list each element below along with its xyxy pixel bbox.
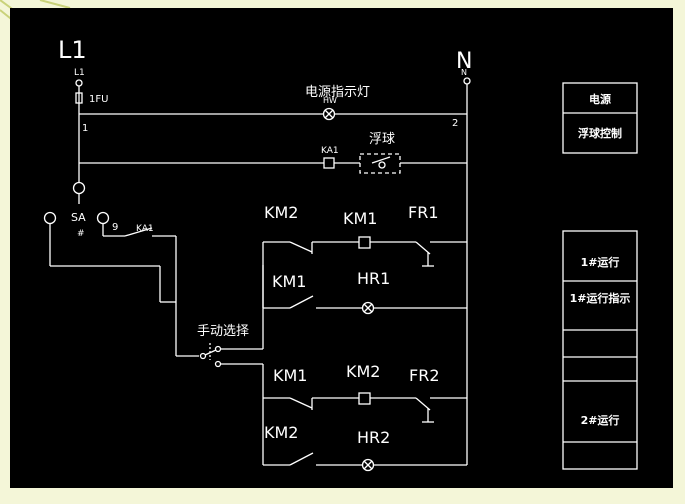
lower-km1-label: KM1 xyxy=(273,366,307,385)
lower-km1-nc-contact xyxy=(289,397,313,410)
upper-km1-coil-label: KM1 xyxy=(343,209,377,228)
lower-km2-no-contact xyxy=(289,452,314,466)
lower-hr2-label: HR2 xyxy=(357,428,390,447)
upper-hr1-lamp xyxy=(361,301,375,315)
upper-km1-no-contact xyxy=(289,295,314,309)
l1-big-label: L1 xyxy=(58,36,87,64)
lower-fr2-label: FR2 xyxy=(409,366,440,385)
schematic-canvas xyxy=(10,8,673,488)
legend-bottom-cell-1: 1#运行指示 xyxy=(570,291,631,305)
sa-label: SA xyxy=(71,211,86,224)
legend-top-cell-0: 电源 xyxy=(589,92,611,106)
upper-hr1-label: HR1 xyxy=(357,269,390,288)
node-1-label: 1 xyxy=(82,123,88,134)
float-ball-label: 浮球 xyxy=(369,132,395,147)
sa-top-terminal xyxy=(72,181,86,195)
lower-hr2-lamp xyxy=(361,458,375,472)
power-lamp-label: 电源指示灯 xyxy=(305,85,370,100)
power-lamp xyxy=(322,107,336,121)
ka1-coil-label: KA1 xyxy=(321,146,339,156)
legend-top-table: 电源 浮球控制 xyxy=(562,82,638,154)
ka1-contact xyxy=(124,227,153,237)
ka1-contact-label: KA1 xyxy=(136,224,154,234)
lower-km2-coil-label: KM2 xyxy=(346,362,380,381)
n-small-label: N xyxy=(461,68,467,77)
upper-km2-nc-contact xyxy=(289,241,313,254)
manual-select-label: 手动选择 xyxy=(197,324,249,339)
sa-left-terminal xyxy=(43,211,57,225)
lower-km2-contact-label: KM2 xyxy=(264,423,298,442)
sa-right-terminal xyxy=(96,211,110,225)
legend-bottom-table: 1#运行 1#运行指示 2#运行 xyxy=(562,230,638,470)
n-big-label: N xyxy=(456,49,472,74)
lower-fr2-contact xyxy=(415,397,434,423)
legend-top-cell-1: 浮球控制 xyxy=(578,126,622,140)
node-2-label: 2 xyxy=(452,118,458,129)
legend-bottom-cell-0: 1#运行 xyxy=(581,255,620,269)
node-9-label: 9 xyxy=(112,222,118,233)
fuse-label: 1FU xyxy=(89,94,108,105)
sa-hash-label: # xyxy=(77,229,85,239)
legend-bottom-cell-4: 2#运行 xyxy=(581,413,620,427)
upper-km1-contact-label: KM1 xyxy=(272,272,306,291)
upper-fr1-contact xyxy=(415,241,434,267)
upper-fr1-label: FR1 xyxy=(408,203,439,222)
upper-km2-label: KM2 xyxy=(264,203,298,222)
hw-label: HW xyxy=(323,96,337,105)
l1-small-label: L1 xyxy=(74,68,85,78)
